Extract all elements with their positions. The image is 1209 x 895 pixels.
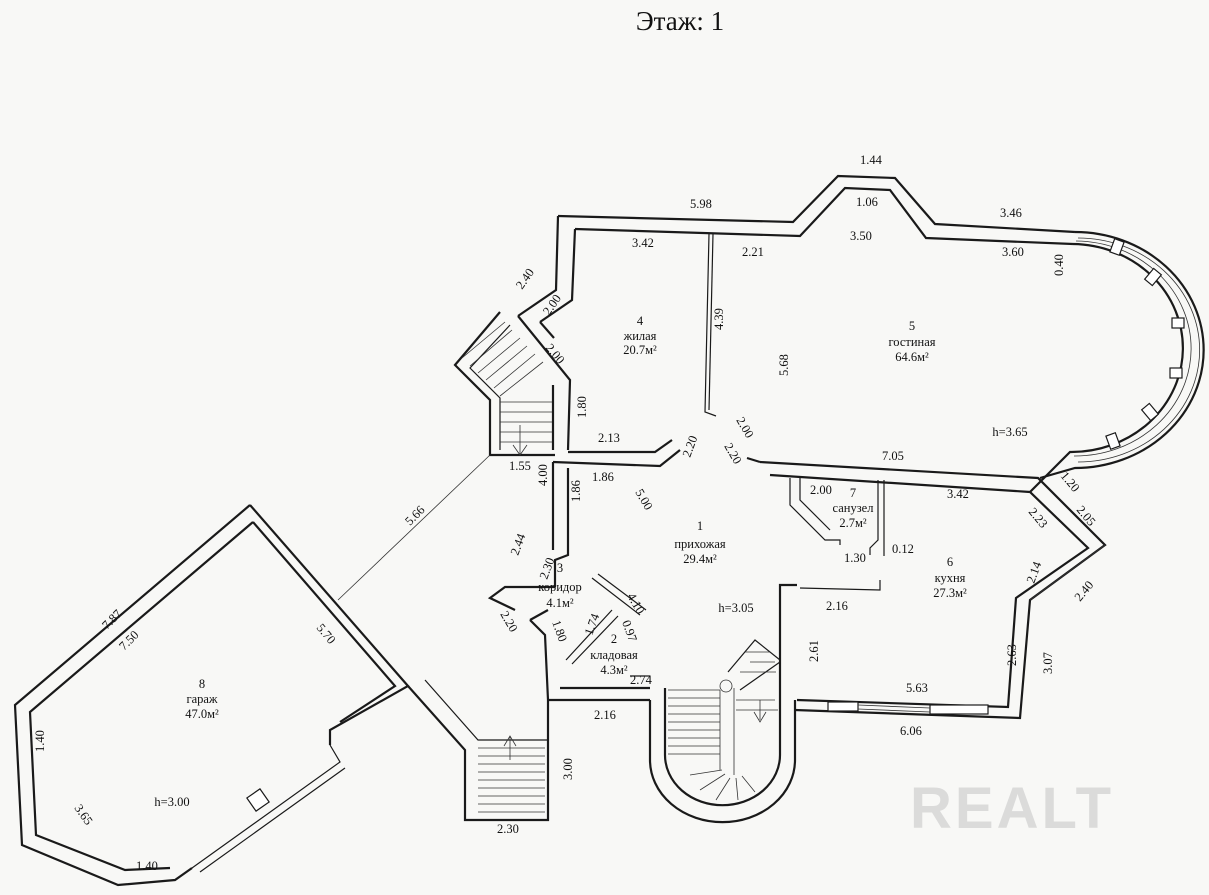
dim-label: 1.80 xyxy=(575,396,589,418)
dim-label: 2.30 xyxy=(497,822,519,836)
dim-label: 4.00 xyxy=(536,464,550,486)
dim-label: 7.87 xyxy=(99,607,124,632)
dim-label: 6.06 xyxy=(900,724,922,738)
room-7-name: санузел xyxy=(833,501,874,515)
dim-label: 7.05 xyxy=(882,449,904,463)
dim-label: 1.30 xyxy=(844,551,866,565)
dim-label: 2.20 xyxy=(721,441,744,467)
bay-windows xyxy=(1073,237,1201,463)
dim-label: 2.16 xyxy=(594,708,616,722)
dim-label: 2.16 xyxy=(826,599,848,613)
dim-label: 1.55 xyxy=(509,459,531,473)
dim-label: 1.40 xyxy=(136,859,158,873)
interior-walls xyxy=(552,233,885,689)
dim-label: 2.00 xyxy=(733,415,756,441)
dim-label: 5.63 xyxy=(906,681,928,695)
dim-label: 2.00 xyxy=(543,341,568,367)
dim-label: 3.07 xyxy=(1041,652,1055,674)
dim-label: 3.46 xyxy=(1000,206,1022,220)
room-7-area: 2.7м² xyxy=(839,516,867,530)
dim-label: 1.80 xyxy=(549,618,570,643)
room-8-number: 8 xyxy=(199,677,205,691)
outer-walls xyxy=(487,174,1205,824)
room-5-number: 5 xyxy=(909,319,915,333)
room-2-name: кладовая xyxy=(590,648,638,662)
dim-label: 4.10 xyxy=(624,591,647,617)
dim-label: 3.60 xyxy=(1002,245,1024,259)
kitchen-windows xyxy=(827,544,1106,715)
dim-label: 1.40 xyxy=(33,730,47,752)
room-4-name: жилая xyxy=(623,329,657,343)
dim-label: 3.42 xyxy=(947,487,969,501)
dim-label: 2.40 xyxy=(1072,578,1097,604)
room-7-number: 7 xyxy=(850,486,856,500)
spiral-stair xyxy=(668,639,781,801)
stair-lower xyxy=(407,679,550,822)
dim-label: 5.98 xyxy=(690,197,712,211)
room-5-area: 64.6м² xyxy=(895,350,929,364)
dim-label: 5.70 xyxy=(314,621,339,647)
dim-label: 3.50 xyxy=(850,229,872,243)
room-1-number: 1 xyxy=(697,519,703,533)
room-2-area: 4.3м² xyxy=(600,663,628,677)
dim-label: 2.40 xyxy=(513,266,537,292)
room-3-area: 4.1м² xyxy=(546,596,574,610)
dim-label: 2.05 xyxy=(1074,503,1099,529)
dim-label: 1.74 xyxy=(582,611,603,637)
dim-label: 5.00 xyxy=(632,487,655,513)
dim-label: 2.21 xyxy=(742,245,764,259)
room-5-name: гостиная xyxy=(888,335,935,349)
room-labels: 4 жилая 20.7м² 5 гостиная 64.6м² h=3.65 … xyxy=(154,314,1027,809)
dim-label: 2.74 xyxy=(630,673,653,687)
room-3-number: 3 xyxy=(557,561,563,575)
dim-label: 1.86 xyxy=(592,470,614,484)
dim-label: 3.42 xyxy=(632,236,654,250)
room-6-name: кухня xyxy=(935,571,966,585)
dim-label: 2.63 xyxy=(1005,644,1019,666)
dim-label: 2.00 xyxy=(810,483,832,497)
dim-label: 0.40 xyxy=(1052,254,1066,276)
dim-label: 3.65 xyxy=(72,802,96,828)
dim-label: 2.44 xyxy=(508,531,529,557)
floor-title: Этаж: 1 xyxy=(636,6,724,36)
room-1-name: прихожая xyxy=(674,537,726,551)
dim-label: 2.13 xyxy=(598,431,620,445)
dim-label: 0.97 xyxy=(619,618,640,643)
dim-label: 7.50 xyxy=(116,628,141,653)
dim-label: 2.20 xyxy=(497,609,520,635)
dim-label: 2.00 xyxy=(540,292,564,318)
garage-walls xyxy=(13,454,491,887)
room-8-name: гараж xyxy=(186,692,217,706)
dim-label: 3.00 xyxy=(561,758,575,780)
room-3-name: коридор xyxy=(538,580,582,594)
dim-label: 2.61 xyxy=(807,640,821,662)
dim-label: 2.20 xyxy=(680,434,701,459)
room-2-number: 2 xyxy=(611,632,617,646)
dim-label: 4.39 xyxy=(712,308,726,330)
dim-label: 5.66 xyxy=(402,503,427,528)
room-4-number: 4 xyxy=(637,314,644,328)
dimension-labels: 5.98 1.44 1.06 3.46 3.42 2.21 3.50 3.60 … xyxy=(33,153,1098,873)
room-5-height: h=3.65 xyxy=(992,425,1027,439)
room-1-height: h=3.05 xyxy=(718,601,753,615)
room-8-height: h=3.00 xyxy=(154,795,189,809)
stair-upper xyxy=(453,311,555,457)
dim-label: 1.44 xyxy=(860,153,883,167)
room-8-area: 47.0м² xyxy=(185,707,219,721)
dim-label: 0.12 xyxy=(892,542,914,556)
room-1-area: 29.4м² xyxy=(683,552,717,566)
room-4-area: 20.7м² xyxy=(623,343,657,357)
room-6-number: 6 xyxy=(947,555,953,569)
dim-label: 1.86 xyxy=(569,480,583,502)
dim-label: 5.68 xyxy=(777,354,791,376)
watermark-logo: REALT xyxy=(910,776,1114,841)
room-6-area: 27.3м² xyxy=(933,586,967,600)
dim-label: 1.06 xyxy=(856,195,878,209)
